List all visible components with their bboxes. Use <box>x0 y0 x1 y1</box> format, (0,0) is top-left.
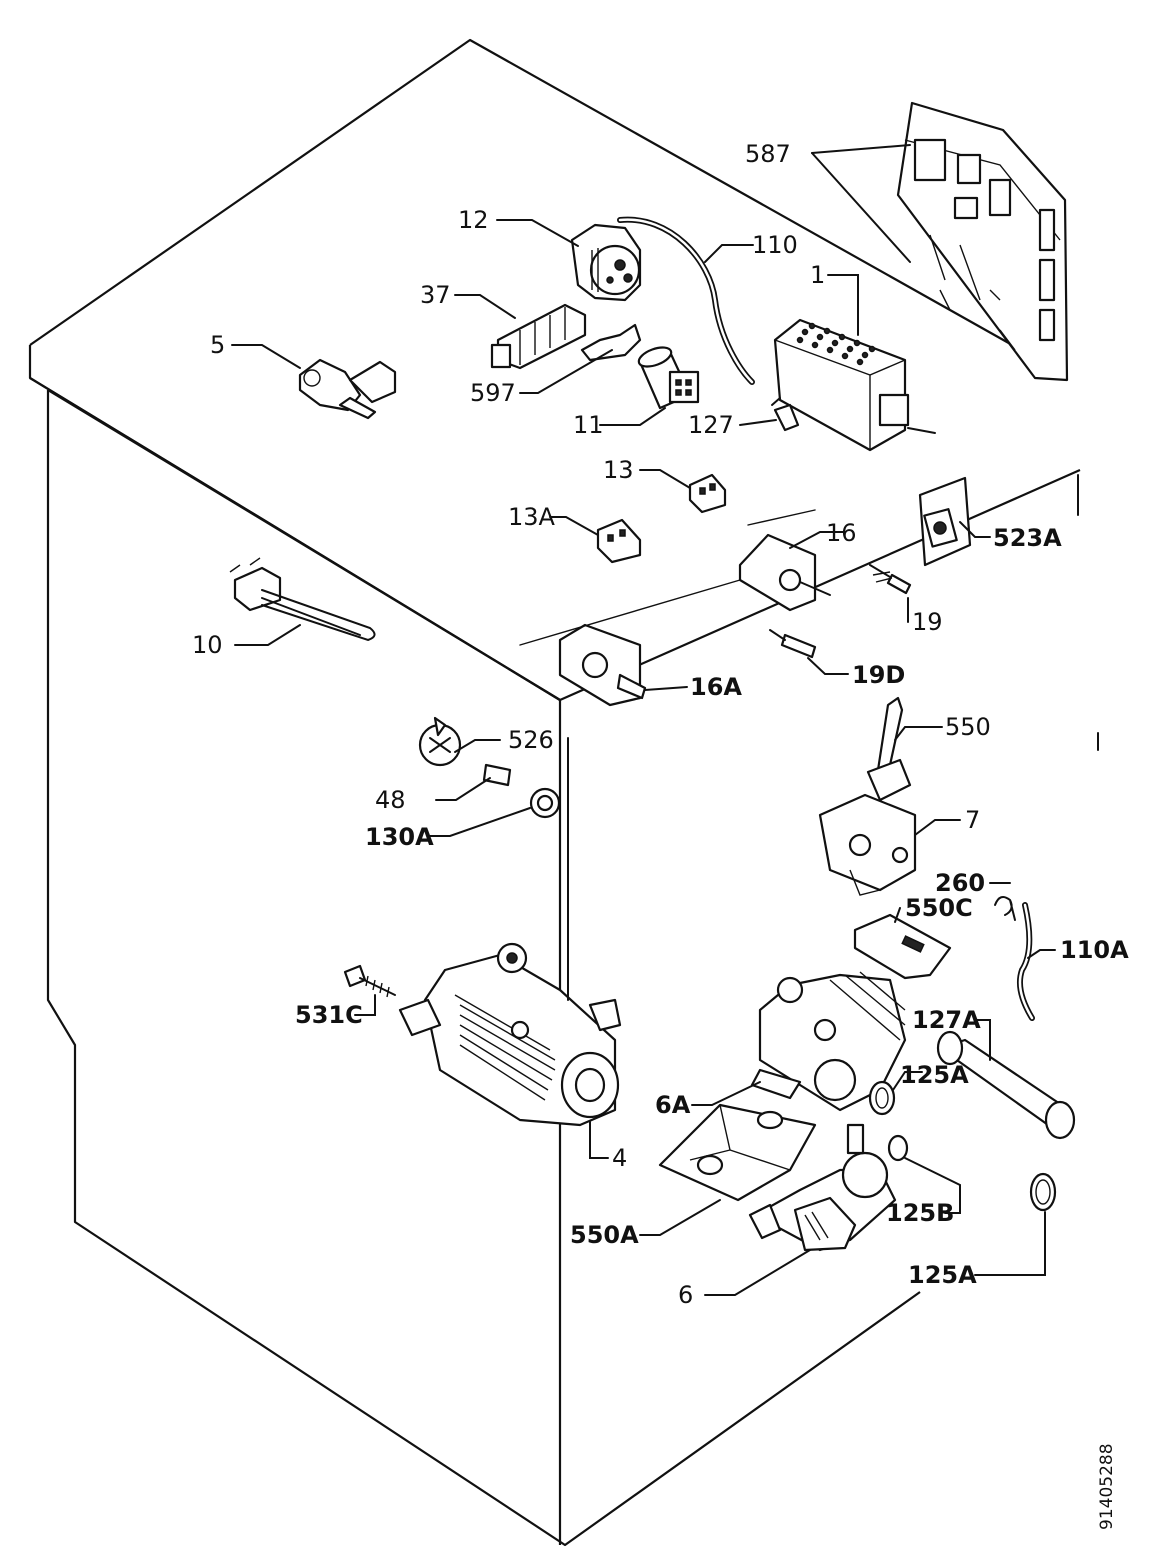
label-523A: 523A <box>993 524 1062 552</box>
label-125A-bottom: 125A <box>908 1261 977 1289</box>
label-12: 12 <box>458 206 489 234</box>
hose-127A <box>936 1030 1076 1140</box>
gasket-125A-top <box>868 1080 896 1116</box>
pressure-switch-bracket <box>490 303 587 370</box>
label-110: 110 <box>752 231 798 259</box>
label-5: 5 <box>210 331 225 359</box>
lamp-48 <box>482 763 512 787</box>
label-13A: 13A <box>508 503 556 531</box>
plug-127 <box>771 397 800 432</box>
clip-260 <box>994 895 1016 921</box>
label-37: 37 <box>420 281 451 309</box>
pressure-switch <box>570 223 642 302</box>
pad-550A <box>658 1103 817 1202</box>
label-127: 127 <box>688 411 734 439</box>
label-526: 526 <box>508 726 554 754</box>
label-19D: 19D <box>852 661 905 689</box>
door-interlock-16 <box>738 509 831 612</box>
label-550A: 550A <box>570 1221 639 1249</box>
part-labels: 587 1 12 110 37 5 597 11 127 13 13A 16 5… <box>192 140 1129 1309</box>
label-130A: 130A <box>365 823 434 851</box>
heating-element <box>229 557 376 642</box>
connector-13A <box>596 518 642 564</box>
document-number: 91405288 <box>1097 1443 1117 1530</box>
label-10: 10 <box>192 631 223 659</box>
label-11: 11 <box>573 411 604 439</box>
drive-motor <box>398 942 622 1127</box>
valve-body-7 <box>818 793 917 896</box>
label-6A: 6A <box>655 1091 691 1119</box>
control-board-bracket <box>896 101 1069 382</box>
valve-lever-550 <box>866 696 912 802</box>
label-260: 260 <box>935 869 985 897</box>
label-19: 19 <box>912 608 943 636</box>
drain-pump-6 <box>748 1123 897 1252</box>
bushing-526 <box>418 716 462 767</box>
gasket-125A-bottom <box>1029 1172 1057 1212</box>
sensor-19 <box>869 564 912 595</box>
label-4: 4 <box>612 1144 627 1172</box>
label-125B: 125B <box>886 1199 954 1227</box>
cabinet-outline <box>28 38 1081 1547</box>
label-531C: 531C <box>295 1001 363 1029</box>
label-1: 1 <box>810 261 825 289</box>
label-6: 6 <box>678 1281 693 1309</box>
gasket-125B <box>887 1134 909 1162</box>
cover-550C <box>853 913 952 980</box>
door-interlock-16A <box>519 579 741 707</box>
label-48: 48 <box>375 786 406 814</box>
gasket-130A <box>529 787 561 819</box>
label-16A: 16A <box>690 673 742 701</box>
label-550C: 550C <box>905 894 973 922</box>
label-13: 13 <box>603 456 634 484</box>
label-127A: 127A <box>912 1006 981 1034</box>
pump-body-6A <box>750 971 907 1112</box>
interlock-plate-523A <box>918 476 972 567</box>
label-16: 16 <box>826 519 857 547</box>
label-550: 550 <box>945 713 991 741</box>
label-7: 7 <box>965 806 980 834</box>
programme-selector-box <box>773 318 936 452</box>
label-587: 587 <box>745 140 791 168</box>
label-110A: 110A <box>1060 936 1129 964</box>
leader-lines <box>231 144 1099 1296</box>
label-125A-top: 125A <box>900 1061 969 1089</box>
sensor-19D <box>769 629 817 659</box>
connector-13 <box>688 473 727 514</box>
inlet-valve-5 <box>298 358 397 420</box>
clip-597 <box>580 323 642 362</box>
suppressor-capacitor <box>637 346 700 410</box>
screw-531C <box>343 964 396 998</box>
label-597: 597 <box>470 379 516 407</box>
